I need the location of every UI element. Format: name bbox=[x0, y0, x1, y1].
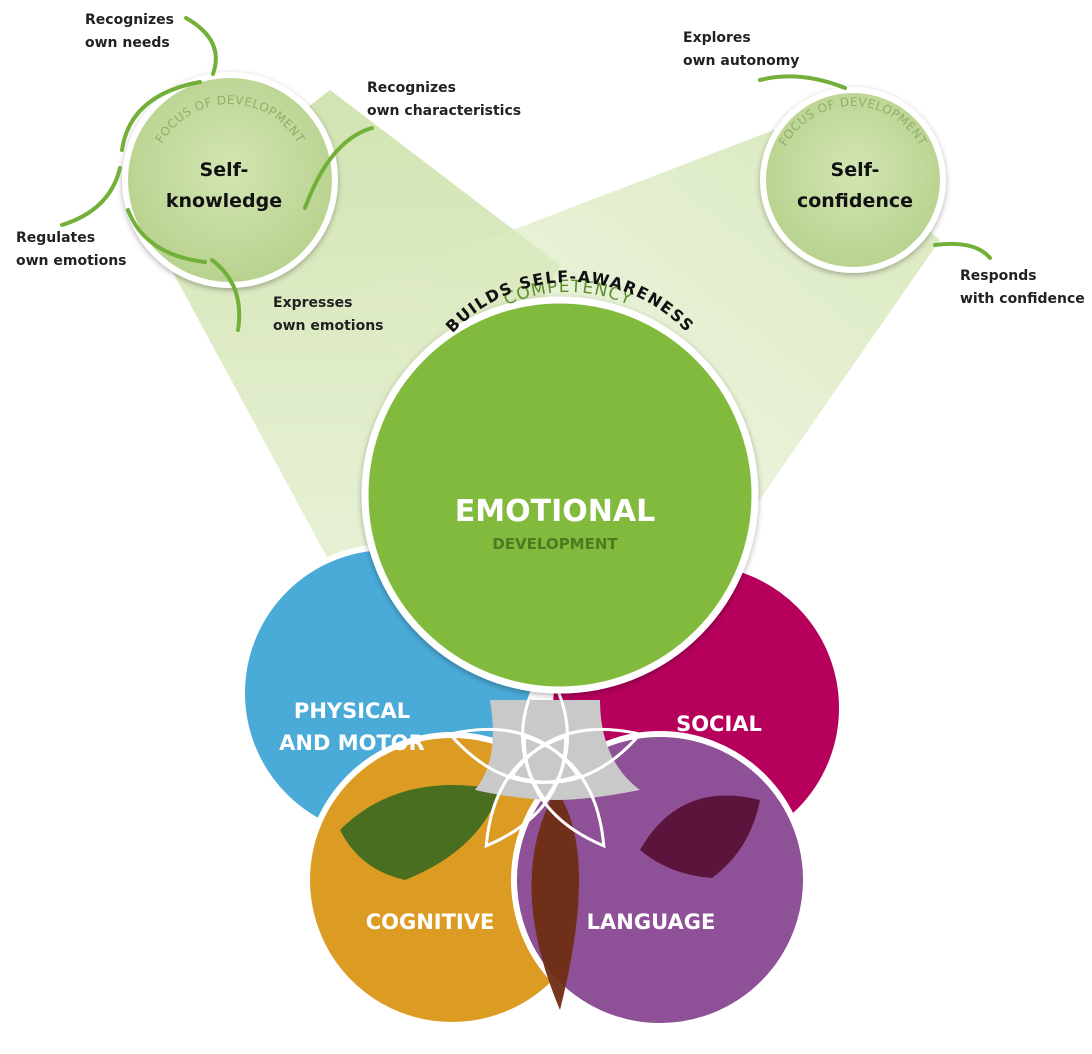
flower-outline bbox=[447, 662, 643, 849]
label-expresses-emotions-line2: own emotions bbox=[273, 318, 384, 334]
focus-circle-right bbox=[760, 87, 946, 273]
overlap-physical-cognitive bbox=[340, 785, 500, 880]
label-recognizes-characteristics: Recognizes bbox=[367, 80, 456, 96]
overlap-center bbox=[475, 700, 640, 800]
label-recognizes-characteristics-line2: own characteristics bbox=[367, 103, 521, 119]
overlap-cognitive-language bbox=[531, 790, 580, 1010]
focus-circle-left bbox=[122, 72, 338, 288]
label-recognizes-needs: Recognizes bbox=[85, 12, 174, 28]
focus-title-right-line1: Self- bbox=[831, 159, 880, 181]
overlap-social-language bbox=[640, 795, 760, 878]
physical-label: PHYSICAL bbox=[294, 699, 410, 723]
label-regulates-emotions-line2: own emotions bbox=[16, 253, 127, 269]
language-label: LANGUAGE bbox=[587, 910, 716, 934]
physical-label-line2: AND MOTOR bbox=[279, 731, 425, 755]
label-explores-autonomy: Explores bbox=[683, 30, 751, 46]
focus-self-confidence: FOCUS OF DEVELOPMENT Self- confidence bbox=[760, 87, 946, 273]
focus-title-right-line2: confidence bbox=[797, 190, 913, 212]
label-explores-autonomy-line2: own autonomy bbox=[683, 53, 799, 69]
emotional-circle bbox=[361, 296, 759, 694]
cognitive-label: COGNITIVE bbox=[366, 910, 495, 934]
emotional-title: EMOTIONAL bbox=[455, 494, 655, 529]
label-regulates-emotions: Regulates bbox=[16, 230, 95, 246]
label-expresses-emotions: Expresses bbox=[273, 295, 353, 311]
vines-right bbox=[758, 74, 992, 260]
label-responds-confidence-line2: with confidence bbox=[960, 291, 1085, 307]
focus-title-left-line2: knowledge bbox=[166, 190, 282, 212]
emotional-subtitle: DEVELOPMENT bbox=[492, 535, 618, 553]
focus-title-left-line1: Self- bbox=[200, 159, 249, 181]
label-responds-confidence: Responds bbox=[960, 268, 1037, 284]
label-recognizes-needs-line2: own needs bbox=[85, 35, 170, 51]
social-label: SOCIAL bbox=[676, 712, 762, 736]
vines-left bbox=[60, 16, 374, 332]
focus-self-knowledge: FOCUS OF DEVELOPMENT Self- knowledge bbox=[122, 72, 338, 288]
